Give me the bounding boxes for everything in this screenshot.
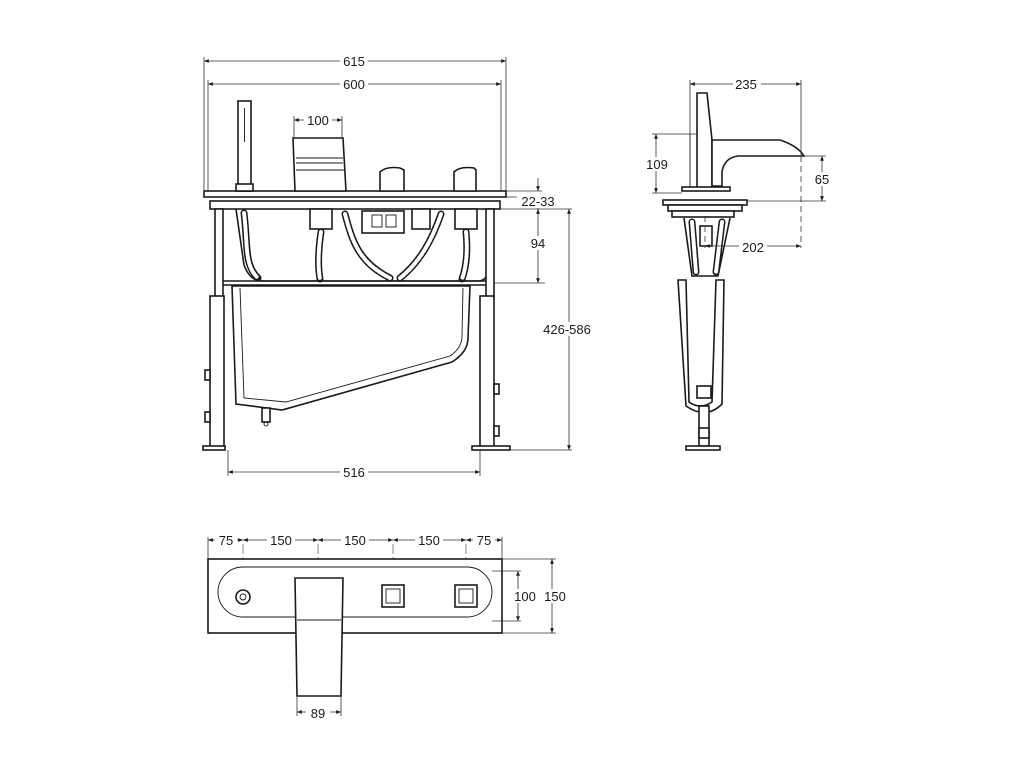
dim-75-left: 75 — [219, 533, 233, 548]
valve-block-center — [361, 210, 405, 234]
dimension-lines-side — [652, 80, 826, 248]
plan-view: 75 150 150 150 75 100 150 89 — [207, 533, 569, 721]
handle-left — [379, 166, 405, 192]
dim-615: 615 — [343, 54, 365, 69]
dim-75-right: 75 — [477, 533, 491, 548]
dim-94: 94 — [531, 236, 545, 251]
dim-235: 235 — [735, 77, 757, 92]
front-spout — [292, 137, 347, 192]
side-hand-shower — [696, 92, 713, 191]
dim-600: 600 — [343, 77, 365, 92]
dim-426-586: 426-586 — [543, 322, 591, 337]
plan-spout — [294, 577, 344, 697]
dim-150-c: 150 — [418, 533, 440, 548]
frame-top-rail — [209, 200, 501, 210]
dimension-lines-front — [203, 57, 572, 476]
handle-right — [453, 166, 477, 192]
dim-89: 89 — [311, 706, 325, 721]
side-spout — [711, 139, 806, 187]
side-sleeve — [677, 279, 725, 414]
plan-handle-right — [454, 584, 478, 608]
dim-100-spout: 100 — [307, 113, 329, 128]
dim-150-a: 150 — [270, 533, 292, 548]
frame-legs — [202, 208, 511, 451]
plan-inner-slot — [217, 566, 493, 618]
plan-plate — [207, 558, 503, 634]
dim-100-plan: 100 — [514, 589, 536, 604]
dim-202: 202 — [742, 240, 764, 255]
dim-150-b: 150 — [344, 533, 366, 548]
dim-109: 109 — [646, 157, 668, 172]
dim-22-33: 22-33 — [521, 194, 554, 209]
hoses — [240, 209, 471, 283]
plan-hand-shower — [235, 589, 251, 605]
valve-block-left — [309, 208, 333, 230]
dim-150-plan: 150 — [544, 589, 566, 604]
side-view: 235 109 65 202 — [643, 77, 833, 451]
plan-handle-left — [381, 584, 405, 608]
front-view: 615 600 100 22-33 94 426-586 516 — [202, 54, 596, 480]
valve-block-right — [411, 208, 431, 230]
dim-65: 65 — [815, 172, 829, 187]
deck-plate — [203, 190, 507, 198]
sleeve-body — [231, 285, 471, 411]
dim-516: 516 — [343, 465, 365, 480]
